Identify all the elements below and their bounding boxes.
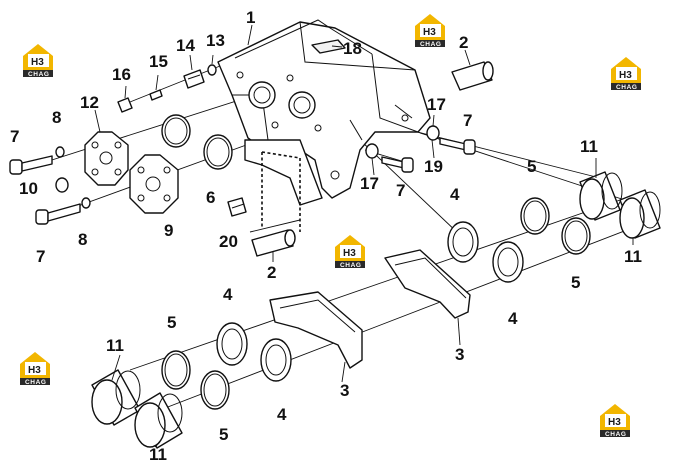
logo-caption: CHAG: [25, 379, 47, 386]
callout-17: 17: [427, 95, 446, 114]
logo-caption: CHAG: [605, 431, 627, 438]
piston-seal: [200, 370, 230, 410]
fitting: [117, 97, 133, 113]
callout-4: 4: [450, 185, 460, 204]
callout-16: 16: [112, 65, 131, 84]
piston: [579, 171, 623, 221]
dust-boot: [216, 322, 248, 366]
washer: [55, 146, 65, 158]
callout-5: 5: [571, 273, 580, 292]
callout-4: 4: [277, 405, 287, 424]
callout-15: 15: [149, 52, 168, 71]
callout-3: 3: [340, 381, 349, 400]
brand-logo: H3 CHAG: [600, 404, 630, 438]
seal-ring: [203, 134, 233, 170]
piston-seal: [161, 350, 191, 390]
guide-pin: [451, 61, 494, 91]
callout-8: 8: [78, 230, 87, 249]
callout-11: 11: [624, 247, 642, 266]
callout-4: 4: [223, 285, 233, 304]
bolt: [439, 137, 476, 155]
callout-18: 18: [343, 39, 362, 58]
o-ring: [55, 177, 69, 193]
callout-7: 7: [396, 181, 405, 200]
flange: [84, 131, 129, 186]
logo-caption: CHAG: [28, 71, 50, 78]
callout-7: 7: [463, 111, 472, 130]
logo-caption: CHAG: [340, 262, 362, 269]
dust-boot: [260, 338, 292, 382]
brake-pad: [384, 249, 471, 319]
bushing: [426, 125, 440, 141]
callout-11: 11: [580, 137, 598, 156]
caliper-housing: [217, 19, 431, 199]
brake-pad: [269, 291, 363, 369]
logo-caption: CHAG: [420, 41, 442, 48]
callout-7: 7: [10, 127, 19, 146]
piston-seal: [561, 217, 591, 255]
brand-logo: H3 CHAG: [23, 44, 53, 78]
logo-letters: H3: [619, 70, 632, 81]
piston: [91, 369, 141, 426]
callout-4: 4: [508, 309, 518, 328]
callout-11: 11: [149, 445, 167, 464]
dust-boot: [447, 221, 479, 263]
sensor-plug: [183, 69, 205, 89]
logo-letters: H3: [343, 248, 356, 259]
callout-2: 2: [267, 263, 276, 282]
brand-logo: H3 CHAG: [335, 235, 365, 269]
callout-labels: 1 2 2 3 3 4 4 4 4 5 5 5 5 6 7 7 7 7 8 8 …: [10, 8, 642, 464]
callout-3: 3: [455, 345, 464, 364]
bolt: [35, 203, 81, 225]
callout-17: 17: [360, 174, 379, 193]
logo-letters: H3: [608, 417, 621, 428]
bleed-screw: [149, 89, 163, 101]
callout-2: 2: [459, 33, 468, 52]
brand-logo: H3 CHAG: [611, 57, 641, 91]
callout-5: 5: [167, 313, 176, 332]
callout-19: 19: [424, 157, 443, 176]
guide-pin: [251, 229, 296, 257]
bushing: [365, 143, 379, 159]
callout-8: 8: [52, 108, 61, 127]
callout-5: 5: [527, 157, 536, 176]
small-seal: [207, 64, 217, 76]
callout-11: 11: [106, 336, 124, 355]
piston-seal: [520, 197, 550, 235]
brand-logo: H3 CHAG: [20, 352, 50, 386]
bolt: [9, 155, 53, 175]
fitting: [227, 197, 247, 217]
callout-20: 20: [219, 232, 238, 251]
washer: [81, 197, 91, 209]
piston: [134, 392, 183, 449]
brand-logo: H3 CHAG: [415, 14, 445, 48]
logo-letters: H3: [28, 365, 41, 376]
flange: [129, 154, 179, 214]
callout-10: 10: [19, 179, 38, 198]
logo-letters: H3: [31, 57, 44, 68]
bolt: [381, 156, 414, 173]
seal-ring: [161, 114, 191, 148]
callout-1: 1: [246, 8, 255, 27]
callout-12: 12: [80, 93, 99, 112]
callout-7: 7: [36, 247, 45, 266]
piston: [619, 189, 661, 239]
logo-caption: CHAG: [616, 84, 638, 91]
callout-5: 5: [219, 425, 228, 444]
callout-13: 13: [206, 31, 225, 50]
housing-pad-outline: [244, 139, 323, 232]
callout-14: 14: [176, 36, 195, 55]
callout-6: 6: [206, 188, 215, 207]
dust-boot: [492, 241, 524, 283]
callout-9: 9: [164, 221, 173, 240]
leader-lines: [94, 24, 634, 448]
logo-letters: H3: [423, 27, 436, 38]
